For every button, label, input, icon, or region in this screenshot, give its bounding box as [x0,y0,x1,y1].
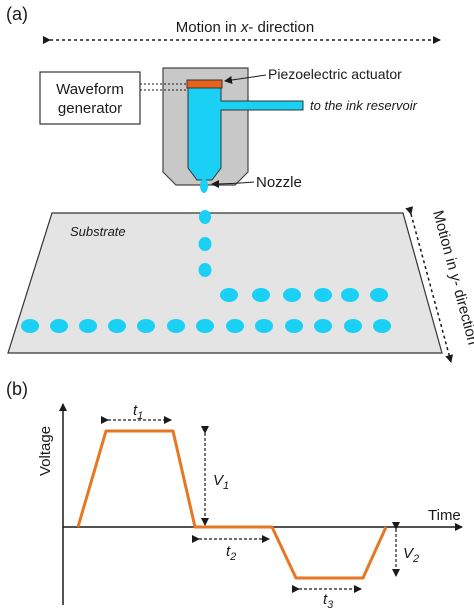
printed-dot [79,319,97,333]
t1-label: t1 [133,402,143,422]
piezo-pointer [224,74,267,84]
printed-dots [21,288,391,333]
voltage-axis-label: Voltage [37,426,54,476]
printed-dot [314,319,332,333]
v1-label: V1 [213,472,229,492]
voltage-waveform [76,429,388,580]
printed-dot [255,319,273,333]
substrate-label: Substrate [70,224,126,239]
printed-dot [252,288,270,302]
printed-dot [108,319,126,333]
falling-droplets [198,210,212,277]
t2-label: t2 [226,543,236,563]
printed-dot [344,319,362,333]
motion-x-label: Motion in x- direction [176,19,314,36]
printed-dot [167,319,185,333]
nozzle-droplet [200,179,208,193]
printed-dot [314,288,332,302]
waveform-generator-line1: Waveform [56,81,124,98]
piezoelectric-actuator [186,79,223,89]
falling-droplet [198,263,212,277]
nozzle-label: Nozzle [256,174,302,191]
piezo-label: Piezoelectric actuator [268,66,402,82]
time-axis-label: Time [428,507,461,524]
printed-dot [137,319,155,333]
waveform-generator-box [39,71,141,125]
printed-dot [283,288,301,302]
panel-b-label: (b) [6,379,28,399]
printed-dot [220,288,238,302]
ink-channel[interactable] [187,87,304,181]
printed-dot [21,319,39,333]
falling-droplet [199,210,211,224]
nozzle-pointer [211,179,255,188]
printed-dot [285,319,303,333]
t3-label: t3 [323,591,334,611]
motion-y-label: Motion in y- direction [429,209,474,347]
waveform-generator-line2: generator [58,100,122,117]
reservoir-label: to the ink reservoir [310,98,418,113]
printed-dot [50,319,68,333]
printed-dot [373,319,391,333]
motion-y-arrow [405,206,454,363]
v2-label: V2 [403,545,419,565]
panel-a-label: (a) [6,4,28,24]
printed-dot [370,288,388,302]
printed-dot [196,319,214,333]
falling-droplet [198,237,212,251]
printed-dot [341,288,359,302]
printed-dot [226,319,244,333]
generator-wires [140,83,190,91]
